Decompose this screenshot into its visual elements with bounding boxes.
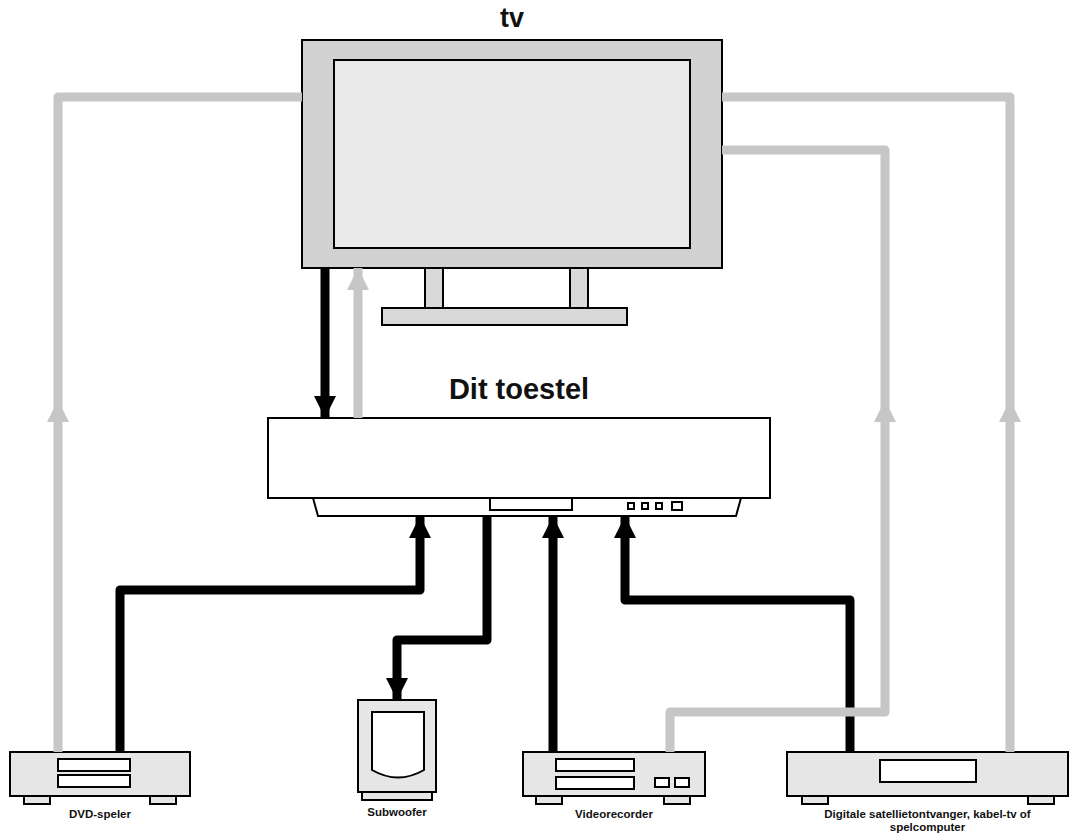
receiver-box: Dit toestel — [268, 418, 770, 516]
subwoofer-drawing — [358, 700, 436, 800]
cable-connector — [670, 150, 896, 752]
node-label: Videorecorder — [503, 808, 725, 821]
tv-box: tv — [302, 40, 722, 268]
node-label: DVD-speler — [0, 808, 210, 821]
device-box: DVD-speler — [10, 752, 190, 804]
satellite-receiver-drawing — [787, 752, 1068, 804]
cable-connector — [47, 97, 302, 752]
cable-connector — [347, 268, 369, 418]
cable-connector — [542, 516, 564, 752]
node-label: Digitale satellietontvanger, kabel-tv of… — [822, 808, 1033, 833]
cable-connector — [314, 268, 336, 418]
cable-connector — [614, 516, 850, 752]
dvd-player-drawing — [10, 752, 190, 804]
device-box: Subwoofer — [358, 700, 436, 800]
receiver-drawing — [268, 418, 770, 516]
tv-drawing — [302, 40, 722, 325]
device-box: Digitale satellietontvanger, kabel-tv of… — [787, 752, 1068, 804]
device-box: Videorecorder — [523, 752, 705, 804]
node-label: Dit toestel — [268, 372, 770, 406]
cable-connector — [120, 516, 431, 752]
cable-connector — [722, 97, 1021, 752]
cable-connector — [386, 516, 487, 700]
videorecorder-drawing — [523, 752, 705, 804]
node-label: tv — [302, 2, 722, 34]
node-label: Subwoofer — [318, 806, 476, 819]
